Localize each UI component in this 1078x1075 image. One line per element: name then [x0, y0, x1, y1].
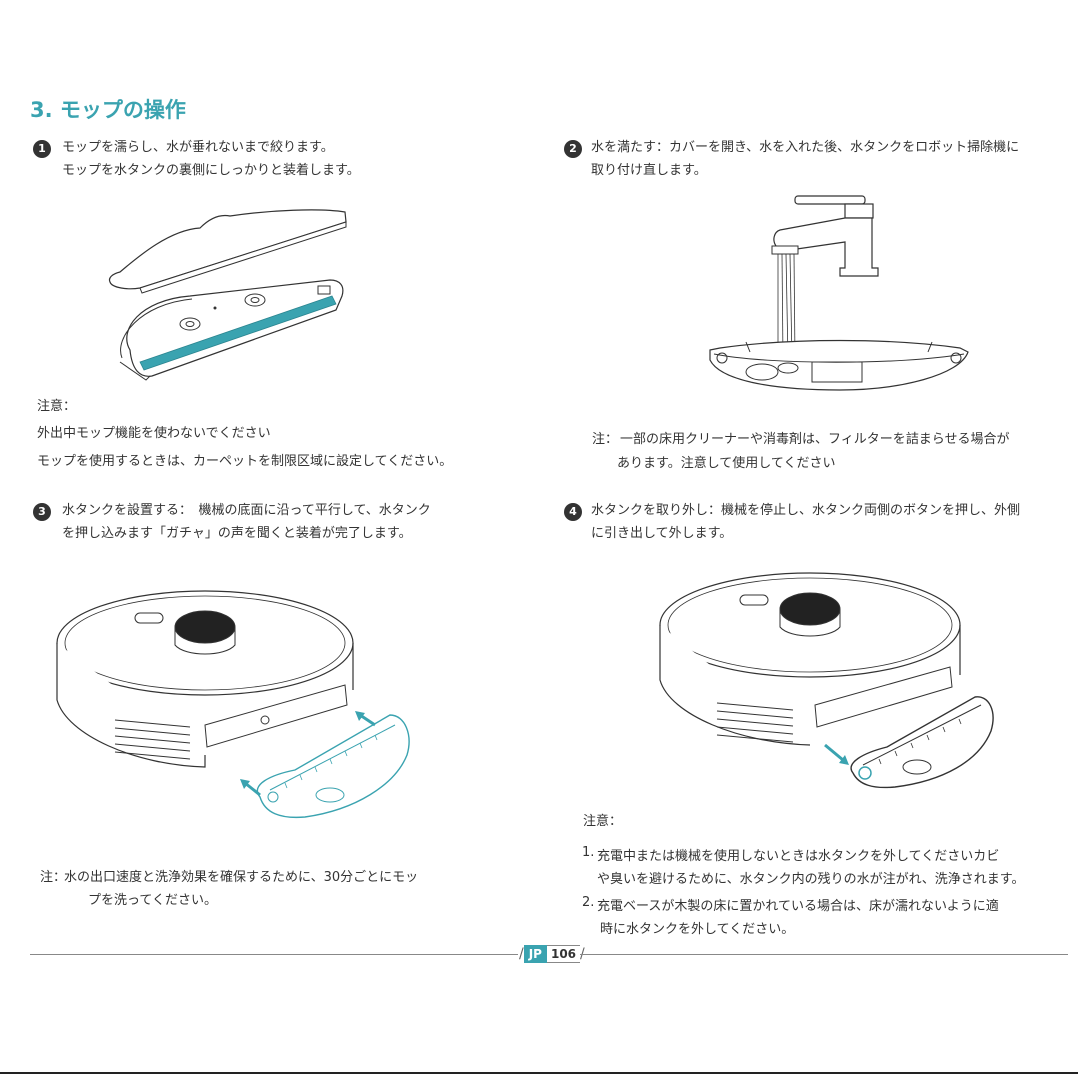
- step-3-note-line-1: 水の出口速度と洗浄効果を確保するために、30分ごとにモッ: [64, 870, 419, 885]
- step-2-note-line-2: あります。注意して使用してください: [617, 456, 836, 471]
- step-4-item-2-label: 2.: [582, 895, 595, 910]
- step-2-note-prefix: 注：: [592, 432, 619, 447]
- step-4-line-1: 水タンクを取り外し：機械を停止し、水タンク両側のボタンを押し、外側: [591, 503, 1021, 518]
- step-1-note-line-1: 外出中モップ機能を使わないでください: [37, 426, 271, 441]
- robot-tank-remove-illustration: [659, 572, 994, 789]
- mop-pad-illustration: [108, 209, 347, 381]
- step-3-note-prefix: 注：: [40, 870, 67, 885]
- badge-slash-left-icon: /: [519, 946, 524, 962]
- step-1-number-icon: 1: [33, 140, 51, 158]
- step-4-item-2-line-2: 時に水タンクを外してください。: [600, 922, 795, 937]
- step-4-item-1-line-2: や臭いを避けるために、水タンク内の残りの水が注がれ、洗浄されます。: [597, 872, 1025, 887]
- footer-divider-right: [580, 954, 1068, 955]
- page-number-badge: / JP 106 /: [519, 945, 585, 963]
- step-2-number-icon: 2: [564, 140, 582, 158]
- page-number: 106: [546, 945, 581, 963]
- step-1-line-2: モップを水タンクの裏側にしっかりと装着します。: [62, 163, 360, 178]
- language-label: JP: [523, 945, 547, 963]
- faucet-filling-illustration: [709, 195, 969, 391]
- step-4-item-2-line-1: 充電ベースが木製の床に置かれている場合は、床が濡れないように適: [597, 899, 999, 914]
- step-4-note-heading: 注意：: [583, 814, 623, 829]
- step-2-note-line-1: 一部の床用クリーナーや消毒剤は、フィルターを詰まらせる場合が: [620, 432, 1010, 447]
- step-3-number-icon: 3: [33, 503, 51, 521]
- step-3-line-2: を押し込みます「ガチャ」の声を聞くと装着が完了します。: [62, 526, 412, 541]
- step-1-line-1: モップを濡らし、水が垂れないまで絞ります。: [62, 140, 334, 155]
- step-3-line-1: 水タンクを設置する： 機械の底面に沿って平行して、水タンク: [62, 503, 431, 518]
- bottom-border: [0, 1072, 1078, 1074]
- step-4-number-icon: 4: [564, 503, 582, 521]
- step-3-note-line-2: プを洗ってください。: [88, 893, 217, 908]
- step-4-item-1-label: 1.: [582, 845, 595, 860]
- footer-divider-left: [30, 954, 518, 955]
- step-1-note-line-2: モップを使用するときは、カーペットを制限区域に設定してください。: [37, 454, 453, 469]
- step-1-note-heading: 注意：: [37, 399, 77, 414]
- robot-tank-install-illustration: [56, 590, 410, 819]
- section-title: 3. モップの操作: [30, 98, 186, 122]
- step-4-item-1-line-1: 充電中または機械を使用しないときは水タンクを外してくださいカビ: [597, 849, 1000, 864]
- step-2-line-1: 水を満たす：カバーを開き、水を入れた後、水タンクをロボット掃除機に: [591, 140, 1020, 155]
- step-4-line-2: に引き出して外します。: [591, 526, 733, 541]
- step-2-line-2: 取り付け直します。: [591, 163, 707, 178]
